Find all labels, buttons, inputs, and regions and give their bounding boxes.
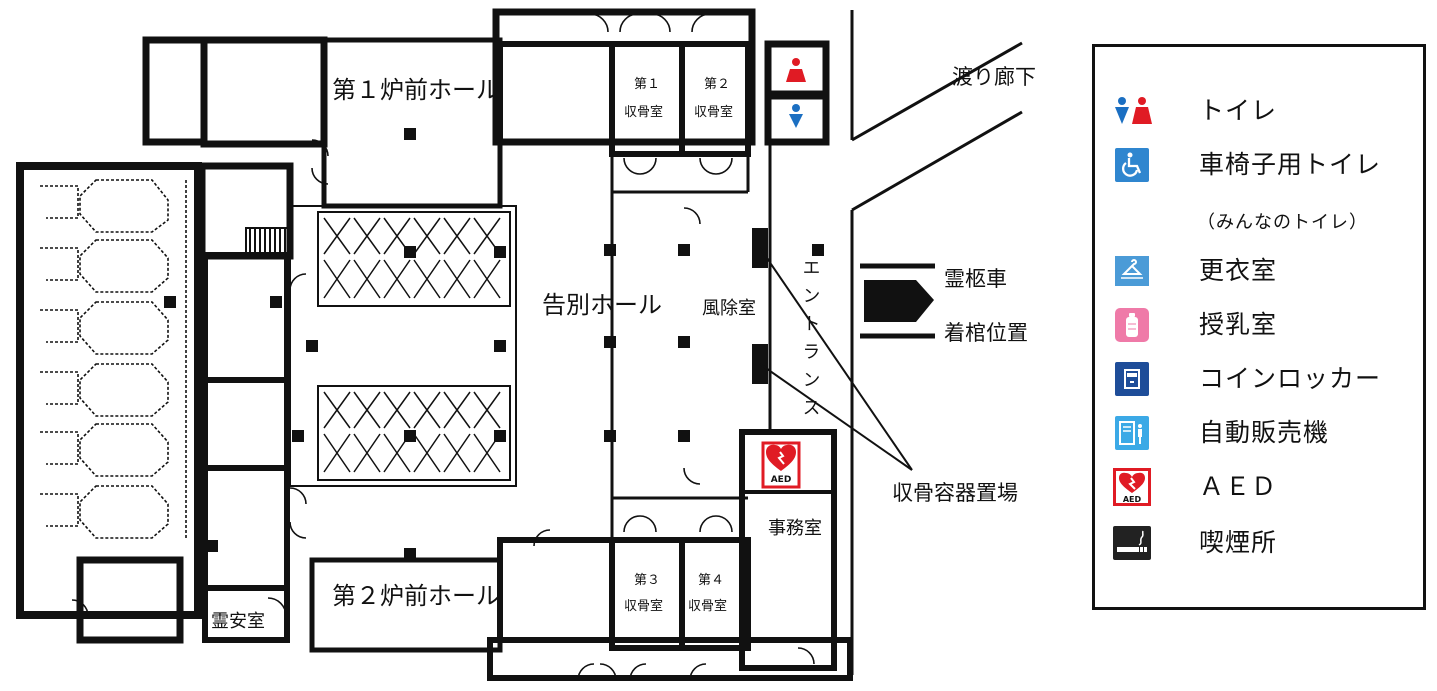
- aed-map-sign: AED: [761, 441, 801, 489]
- nursing-room-icon: [1111, 304, 1153, 346]
- aed-map-label: AED: [771, 475, 792, 485]
- wheelchair-icon: [1111, 144, 1153, 186]
- farewell-hall-label: 告別ホール: [542, 291, 662, 319]
- furnace-hall-2-label: 第２炉前ホール: [332, 582, 500, 610]
- windbreak-room-label: 風除室: [702, 298, 756, 319]
- female-restroom-icon: [786, 58, 806, 82]
- bone-room-3-line1: 第３: [634, 573, 660, 588]
- building-outline: [16, 8, 1023, 681]
- hearse-bay: [860, 263, 935, 339]
- legend-item-coin-locker: コインロッカー: [1111, 357, 1415, 401]
- legend-label-aed: ＡＥＤ: [1199, 472, 1278, 501]
- legend-item-vending-machine: 自動販売機: [1111, 411, 1415, 455]
- legend-label-nursing-room: 授乳室: [1199, 310, 1278, 339]
- legend-item-restroom: トイレ: [1111, 89, 1415, 133]
- bone-room-2-line1: 第２: [704, 77, 730, 92]
- coffin-position-label: 着棺位置: [944, 321, 1028, 345]
- doors: [71, 13, 815, 681]
- restroom-icon: [1111, 90, 1153, 132]
- bone-room-3-line2: 収骨室: [624, 598, 663, 614]
- legend-label-restroom: トイレ: [1199, 96, 1278, 125]
- legend-sublabel-wheelchair: （みんなのトイレ）: [1197, 212, 1368, 233]
- legend-item-wheelchair: 車椅子用トイレ: [1111, 143, 1415, 187]
- spirit-room-label: 霊安室: [211, 611, 265, 632]
- legend-item-changing-room: 更衣室: [1111, 249, 1415, 293]
- legend-label-changing-room: 更衣室: [1199, 256, 1278, 285]
- restrooms-on-map: [786, 58, 806, 128]
- legend-panel: トイレ 車椅子用トイレ （みんなのトイレ） 更衣室: [1092, 44, 1426, 610]
- legend-item-smoking-area: 喫煙所: [1111, 521, 1415, 565]
- bone-container-racks: [752, 228, 913, 471]
- bone-room-1-line1: 第１: [634, 77, 660, 92]
- aed-icon-label: AED: [1123, 495, 1142, 504]
- entrance-label: エントランス: [800, 258, 821, 426]
- legend-item-nursing-room: 授乳室: [1111, 303, 1415, 347]
- changing-room-icon: [1111, 250, 1153, 292]
- legend-label-coin-locker: コインロッカー: [1199, 364, 1382, 393]
- bone-room-2-line2: 収骨室: [694, 104, 733, 120]
- bone-room-4-line2: 収骨室: [688, 598, 727, 614]
- corridor-label: 渡り廊下: [952, 65, 1036, 89]
- waiting-seats: [317, 211, 511, 481]
- bone-container-area-label: 収骨容器置場: [892, 481, 1018, 505]
- hearse-label: 霊柩車: [944, 267, 1007, 291]
- furnace-hall-1-label: 第１炉前ホール: [332, 76, 500, 104]
- coin-locker-icon: [1111, 358, 1153, 400]
- aed-icon: AED: [1111, 466, 1153, 508]
- room-labels: 第１炉前ホール 第２炉前ホール 告別ホール 風除室 霊安室 事務室 第１ 収骨室…: [211, 65, 1036, 632]
- vending-machine-icon: [1111, 412, 1153, 454]
- legend-label-smoking-area: 喫煙所: [1199, 528, 1278, 557]
- office-label: 事務室: [768, 518, 822, 539]
- male-restroom-icon: [789, 104, 803, 128]
- legend-item-aed: AED ＡＥＤ: [1111, 465, 1415, 509]
- columns: [164, 128, 824, 560]
- smoking-area-icon: [1111, 522, 1153, 564]
- legend-label-vending-machine: 自動販売機: [1199, 418, 1330, 447]
- bone-room-1-line2: 収骨室: [624, 104, 663, 120]
- bone-room-4-line1: 第４: [698, 573, 724, 588]
- legend-label-wheelchair: 車椅子用トイレ: [1199, 150, 1382, 179]
- stairs: [245, 227, 289, 255]
- cremation-furnaces: [40, 179, 187, 539]
